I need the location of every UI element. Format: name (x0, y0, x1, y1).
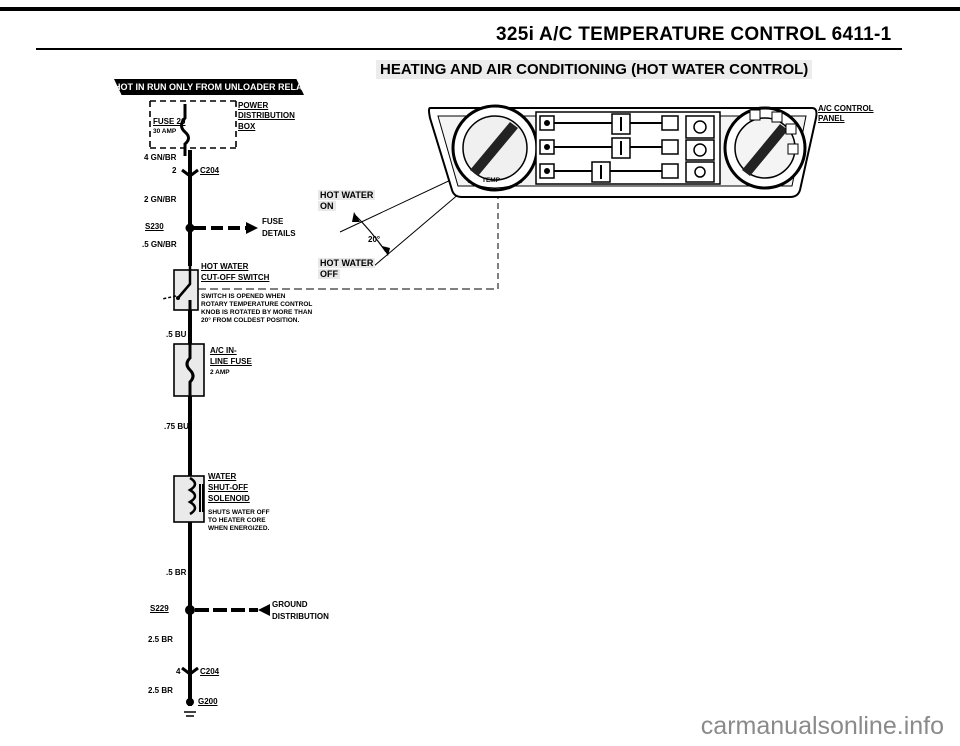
cutoff-switch-desc-2: ROTARY TEMPERATURE CONTROL (201, 301, 313, 308)
c204-top-connector (181, 168, 199, 178)
power-box-title-3: BOX (238, 122, 256, 131)
g200-ground-icon (186, 698, 194, 706)
splice-s230-label: S230 (145, 222, 164, 231)
fuse-20-symbol (180, 104, 190, 156)
cutoff-switch-title-1: HOT WATER (201, 262, 249, 271)
solenoid-desc-3: WHEN ENERGIZED. (208, 525, 270, 532)
ground-dist-label-1: GROUND (272, 600, 308, 609)
inline-fuse-title-1: A/C IN- (210, 346, 237, 355)
wire-label: .5 GN/BR (142, 240, 177, 249)
cutoff-switch-desc-4: 20° FROM COLDEST POSITION. (201, 317, 300, 324)
cutoff-switch-desc-3: KNOB IS ROTATED BY MORE THAN (201, 309, 313, 316)
section-title: HEATING AND AIR CONDITIONING (HOT WATER … (376, 60, 813, 79)
fuse-details-label-1: FUSE (262, 217, 284, 226)
power-box-title-2: DISTRIBUTION (238, 111, 295, 120)
connector-pin: 2 (172, 166, 177, 175)
temp-knob-text: TEMP (482, 177, 501, 184)
wire-label: .5 BR (166, 568, 187, 577)
ground-g200-label: G200 (198, 697, 218, 706)
hot-water-on-label-1: HOT WATER (318, 190, 376, 200)
power-distribution-box (149, 100, 237, 149)
wire-label: 4 GN/BR (144, 153, 177, 162)
watermark: carmanualsonline.info (700, 712, 944, 740)
mechanical-link (161, 295, 177, 300)
ac-control-panel-drawing (428, 104, 818, 198)
inline-fuse-amp: 2 AMP (210, 369, 230, 376)
hot-in-run-banner: HOT IN RUN ONLY FROM UNLOADER RELAY K7 (114, 79, 304, 95)
inline-fuse-title-2: LINE FUSE (210, 357, 252, 366)
cutoff-switch-desc-1: SWITCH IS OPENED WHEN (201, 293, 286, 300)
s229-splice (185, 605, 195, 615)
solenoid-title-1: WATER (208, 472, 237, 481)
wire-label: 2.5 BR (148, 686, 173, 695)
angle-arc (355, 215, 387, 253)
solenoid-desc-1: SHUTS WATER OFF (208, 509, 270, 516)
connector-c204-label: C204 (200, 166, 220, 175)
hot-water-on-label-2: ON (318, 201, 336, 211)
ac-control-panel-label-1: A/C CONTROL (818, 104, 874, 113)
solenoid-title-2: SHUT-OFF (208, 483, 248, 492)
page-title: 325i A/C TEMPERATURE CONTROL 6411-1 (496, 24, 892, 45)
ac-control-panel-label-2: PANEL (818, 114, 845, 123)
hot-water-off-label-1: HOT WATER (318, 258, 376, 268)
fuse-details-label-2: DETAILS (262, 229, 296, 238)
connector-pin: 4 (176, 667, 181, 676)
splice-s229-label: S229 (150, 604, 169, 613)
wire-label: .75 BU (164, 422, 189, 431)
power-box-title-1: POWER (238, 101, 269, 110)
solenoid-title-3: SOLENOID (208, 494, 250, 503)
header-rule (36, 48, 902, 50)
top-rule (0, 7, 960, 11)
wire-label: .5 BU (166, 330, 187, 339)
fuse-20-label: FUSE 20 (153, 117, 186, 126)
cutoff-switch-title-2: CUT-OFF SWITCH (201, 273, 270, 282)
wire-label: 2 GN/BR (144, 195, 177, 204)
hot-water-off-label-2: OFF (318, 269, 340, 279)
ground-dist-label-2: DISTRIBUTION (272, 612, 329, 621)
solenoid-desc-2: TO HEATER CORE (208, 517, 266, 524)
c204-bottom-connector (181, 666, 199, 676)
wire-label: 2.5 BR (148, 635, 173, 644)
fuse-20-amp: 30 AMP (153, 128, 177, 135)
s230-splice (185, 223, 195, 233)
connector-c204-label: C204 (200, 667, 220, 676)
angle-label: 20° (368, 235, 381, 244)
